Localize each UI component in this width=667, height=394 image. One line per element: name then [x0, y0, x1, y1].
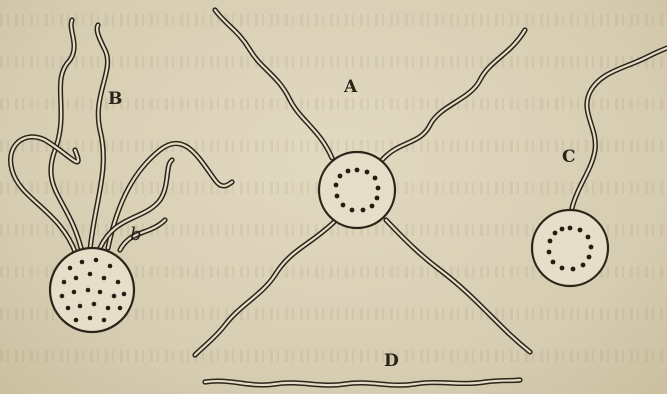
flagellum-d: D — [205, 351, 520, 385]
cell-c-flagellum — [572, 48, 667, 208]
cell-c: C — [532, 48, 667, 286]
cell-b-body — [50, 248, 134, 332]
cell-a-flagellum — [382, 30, 525, 160]
cell-a: A — [195, 10, 530, 355]
cell-b: B b — [11, 20, 232, 332]
label-a: A — [343, 77, 358, 97]
cell-b-flagellum — [90, 25, 108, 250]
label-b: B — [108, 89, 122, 109]
cell-a-flagellum — [215, 10, 332, 158]
label-d: D — [384, 351, 399, 371]
label-c: C — [562, 147, 576, 167]
cell-a-body — [319, 152, 395, 228]
label-b-small: b — [130, 224, 142, 245]
cell-c-body — [532, 210, 608, 286]
